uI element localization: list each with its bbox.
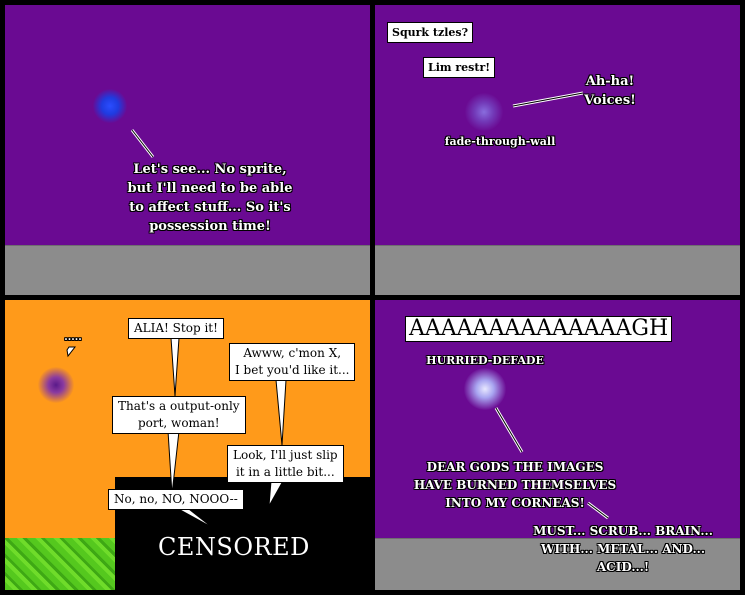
censored-label: CENSORED bbox=[158, 533, 310, 561]
glowing-orb bbox=[464, 368, 506, 410]
speech-tail bbox=[512, 91, 584, 108]
dots: ..... bbox=[64, 332, 82, 343]
scream-bubble: AAAAAAAAAAAAAAGH bbox=[405, 316, 673, 342]
floor bbox=[5, 245, 370, 295]
floor bbox=[375, 245, 740, 295]
speech-tail bbox=[130, 129, 155, 158]
panel-1: Let's see... No sprite, but I'll need to… bbox=[5, 5, 370, 295]
purple-orb bbox=[38, 367, 74, 403]
speech-text: Ah-ha! Voices! bbox=[584, 74, 636, 108]
speech-tails bbox=[494, 407, 609, 520]
sound-label: Squrk tzles? bbox=[387, 22, 474, 43]
speech-bubble: ALIA! Stop it! bbox=[128, 318, 224, 339]
action-label: HURRIED-DEFADE bbox=[426, 354, 544, 367]
speech-bubble: No, no, NO, NOOO-- bbox=[108, 489, 244, 510]
panel-3: ..... ALIA! Stop it! Awww, c'mon X, I be… bbox=[5, 300, 370, 590]
action-label: fade-through-wall bbox=[444, 135, 556, 148]
speech-bubble: Look, I'll just slip it in a little bit.… bbox=[227, 445, 344, 483]
grass bbox=[5, 538, 115, 590]
blue-orb bbox=[93, 89, 127, 123]
sound-label: Lim restr! bbox=[423, 57, 496, 78]
floor bbox=[375, 538, 740, 590]
speech-tails bbox=[66, 337, 287, 529]
speech-bubble: Awww, c'mon X, I bet you'd like it... bbox=[229, 343, 356, 381]
panel-4: AAAAAAAAAAAAAAGH HURRIED-DEFADE DEAR GOD… bbox=[375, 300, 740, 590]
speech-bubble: That's a output-only port, woman! bbox=[112, 396, 246, 434]
speech-text: DEAR GODS THE IMAGES HAVE BURNED THEMSEL… bbox=[413, 460, 617, 510]
fading-orb bbox=[465, 93, 503, 131]
panel-2: Squrk tzles? Lim restr! Ah-ha! Voices! f… bbox=[375, 5, 740, 295]
speech-text: MUST... SCRUB... BRAIN... WITH... METAL.… bbox=[533, 524, 713, 574]
speech-text: Let's see... No sprite, but I'll need to… bbox=[127, 162, 293, 234]
